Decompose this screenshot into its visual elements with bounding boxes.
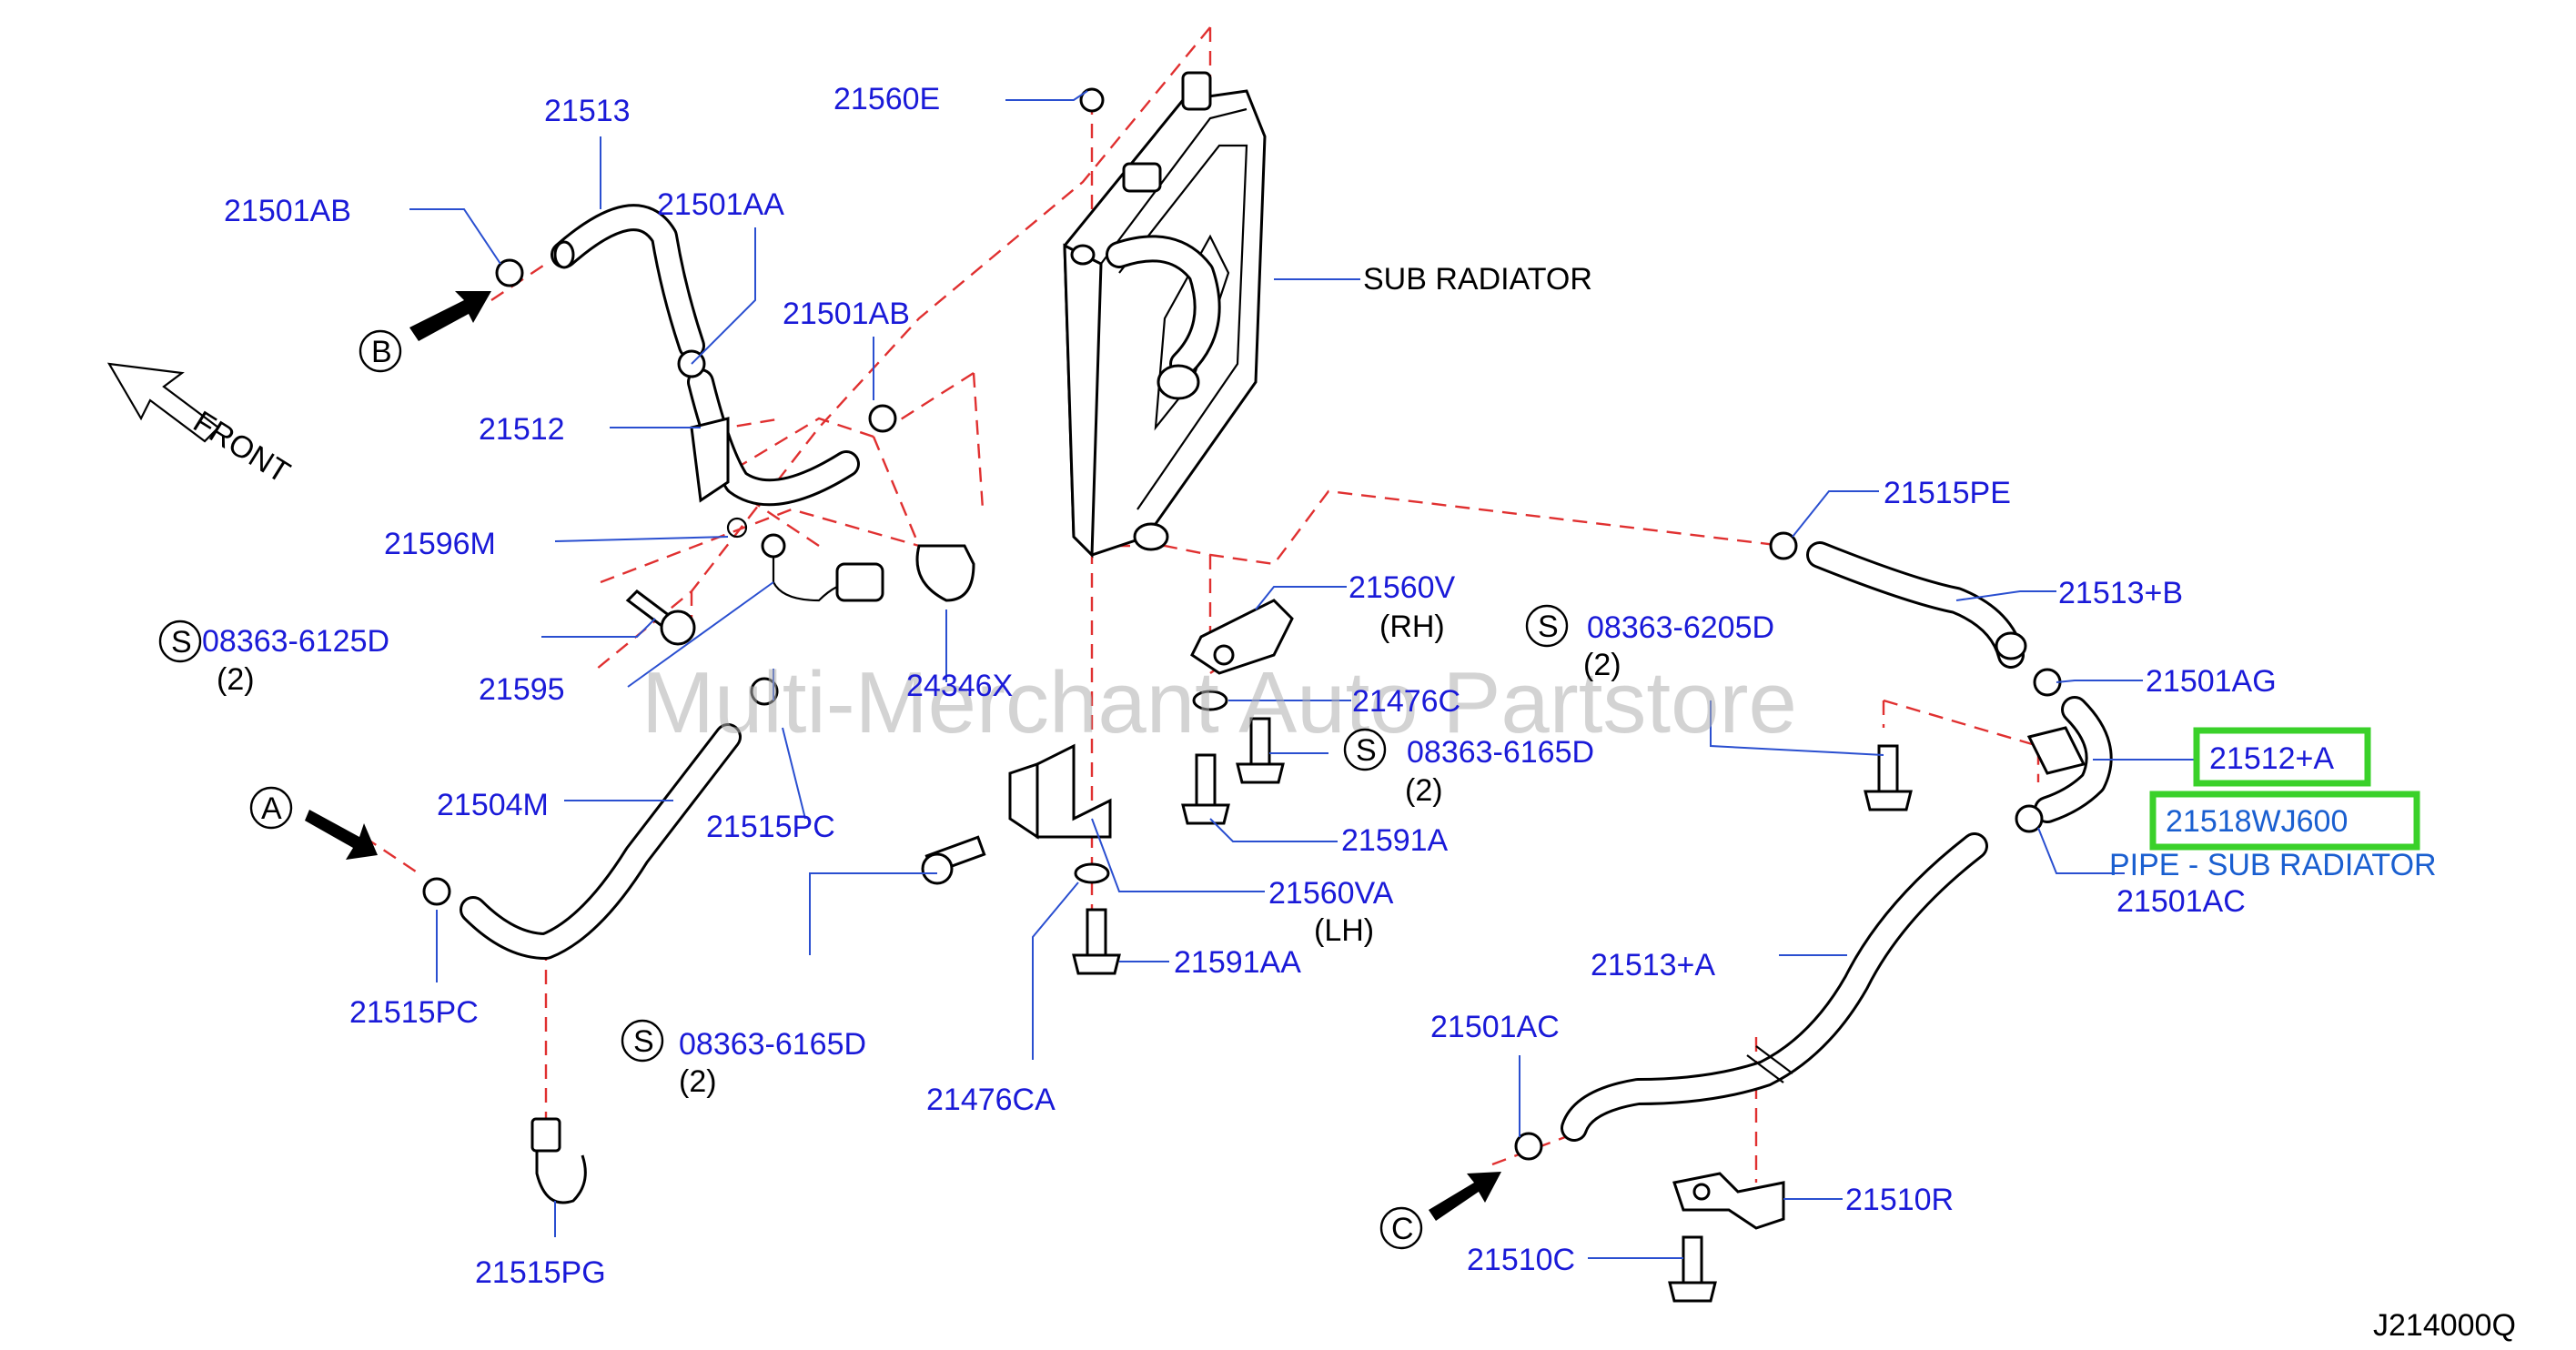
label-21595[interactable]: 21595	[479, 672, 565, 707]
label-21560e[interactable]: 21560E	[833, 82, 940, 116]
label-rh: (RH)	[1379, 610, 1445, 644]
label-21501ab-a[interactable]: 21501AB	[224, 194, 351, 228]
label-21515pc-b[interactable]: 21515PC	[349, 995, 479, 1030]
bracket-21510r-drawing	[1672, 1172, 1785, 1230]
label-24346x[interactable]: 24346X	[906, 669, 1013, 703]
circled-markers: B A C S S S S	[158, 329, 1569, 1250]
label-21515pe[interactable]: 21515PE	[1884, 476, 2011, 510]
highlight-box-21512a	[2193, 727, 2371, 787]
qty-08363-6125d: (2)	[217, 662, 255, 697]
label-21510r[interactable]: 21510R	[1845, 1183, 1954, 1217]
qty-08363-6165d-b: (2)	[679, 1064, 717, 1099]
label-21501ac-b[interactable]: 21501AC	[1430, 1010, 1560, 1044]
marker-a: A	[249, 786, 293, 830]
marker-s-6165d-b: S	[621, 1019, 664, 1063]
label-21512[interactable]: 21512	[479, 412, 565, 447]
label-21591a[interactable]: 21591A	[1341, 823, 1449, 858]
label-front: FRONT	[187, 405, 296, 490]
front-arrow-icon	[106, 362, 220, 443]
marker-s-6165d-a: S	[1343, 728, 1387, 771]
label-21512a[interactable]: 21512+A	[2209, 741, 2334, 776]
clip-21515pg-drawing	[530, 1117, 587, 1204]
label-21515pg[interactable]: 21515PG	[475, 1255, 606, 1290]
label-sub-radiator: SUB RADIATOR	[1363, 262, 1592, 297]
qty-08363-6205d: (2)	[1583, 648, 1621, 682]
label-08363-6125d[interactable]: 08363-6125D	[202, 624, 389, 659]
label-21591aa[interactable]: 21591AA	[1174, 945, 1301, 980]
label-ref-code: J214000Q	[2373, 1308, 2516, 1343]
leader-lines	[409, 90, 2197, 1259]
hose-21504m-drawing	[460, 723, 742, 960]
marker-s-6205d: S	[1525, 604, 1569, 648]
hose-21513b-drawing	[1806, 541, 2027, 669]
bolts-center-drawing	[921, 717, 1285, 975]
pipe-21512-drawing	[687, 368, 860, 507]
label-08363-6205d[interactable]: 08363-6205D	[1587, 610, 1774, 645]
label-21513a[interactable]: 21513+A	[1591, 948, 1715, 982]
label-21504m[interactable]: 21504M	[437, 788, 549, 822]
label-21476c[interactable]: 21476C	[1352, 684, 1460, 719]
label-21560v[interactable]: 21560V	[1349, 570, 1456, 605]
marker-b: B	[359, 329, 402, 373]
svg-text:A: A	[261, 791, 282, 826]
label-21513[interactable]: 21513	[544, 94, 631, 128]
label-08363-6165d-b[interactable]: 08363-6165D	[679, 1027, 866, 1062]
label-21596m[interactable]: 21596M	[384, 527, 496, 561]
label-21501ag[interactable]: 21501AG	[2146, 664, 2277, 699]
clip-24346x-drawing	[915, 544, 975, 602]
sub-radiator-drawing	[1063, 71, 1267, 559]
bracket-21560va-drawing	[1008, 743, 1112, 840]
hose-21513a-drawing	[1561, 832, 1988, 1142]
label-21476ca[interactable]: 21476CA	[926, 1083, 1056, 1117]
part-labels: 21513 21501AB 21501AA 21501AB 21512 2159…	[187, 82, 2516, 1343]
sensor-21595-drawing	[761, 533, 884, 602]
svg-text:S: S	[171, 625, 192, 660]
label-21515pc-a[interactable]: 21515PC	[706, 810, 835, 844]
highlight-box-21518wj600	[2149, 791, 2420, 851]
pipe-21512a-drawing	[2026, 696, 2113, 823]
label-21510c[interactable]: 21510C	[1467, 1243, 1575, 1277]
svg-text:B: B	[371, 335, 392, 369]
label-21501aa[interactable]: 21501AA	[657, 187, 784, 222]
svg-text:S: S	[633, 1024, 654, 1059]
bolt-21595-drawing	[625, 589, 696, 646]
marker-c: C	[1379, 1206, 1423, 1250]
bracket-21560v-drawing	[1190, 599, 1294, 675]
label-08363-6165d-a[interactable]: 08363-6165D	[1407, 735, 1594, 770]
label-21518wj600[interactable]: 21518WJ600	[2166, 804, 2348, 839]
hose-21513-drawing	[551, 204, 705, 359]
label-pipe-sub-radiator: PIPE - SUB RADIATOR	[2109, 848, 2437, 882]
highlighted-parts: 21512+A 21518WJ600 PIPE - SUB RADIATOR	[2109, 727, 2437, 882]
label-21501ac-a[interactable]: 21501AC	[2116, 884, 2246, 919]
qty-08363-6165d-a: (2)	[1405, 773, 1443, 808]
label-21513b[interactable]: 21513+B	[2058, 576, 2183, 610]
label-lh: (LH)	[1314, 913, 1374, 948]
direction-arrows	[305, 291, 1501, 1221]
marker-s-6125d: S	[158, 620, 202, 663]
svg-text:S: S	[1356, 733, 1377, 768]
bolts-right-drawing	[1668, 744, 1913, 1303]
washer-21476c-drawing	[1074, 690, 1228, 884]
label-21501ab-b[interactable]: 21501AB	[783, 297, 910, 331]
svg-text:S: S	[1538, 610, 1559, 644]
label-21560va[interactable]: 21560VA	[1268, 876, 1394, 911]
watermark: Multi-Merchant Auto Partstore	[641, 654, 1797, 751]
svg-text:C: C	[1391, 1212, 1414, 1246]
